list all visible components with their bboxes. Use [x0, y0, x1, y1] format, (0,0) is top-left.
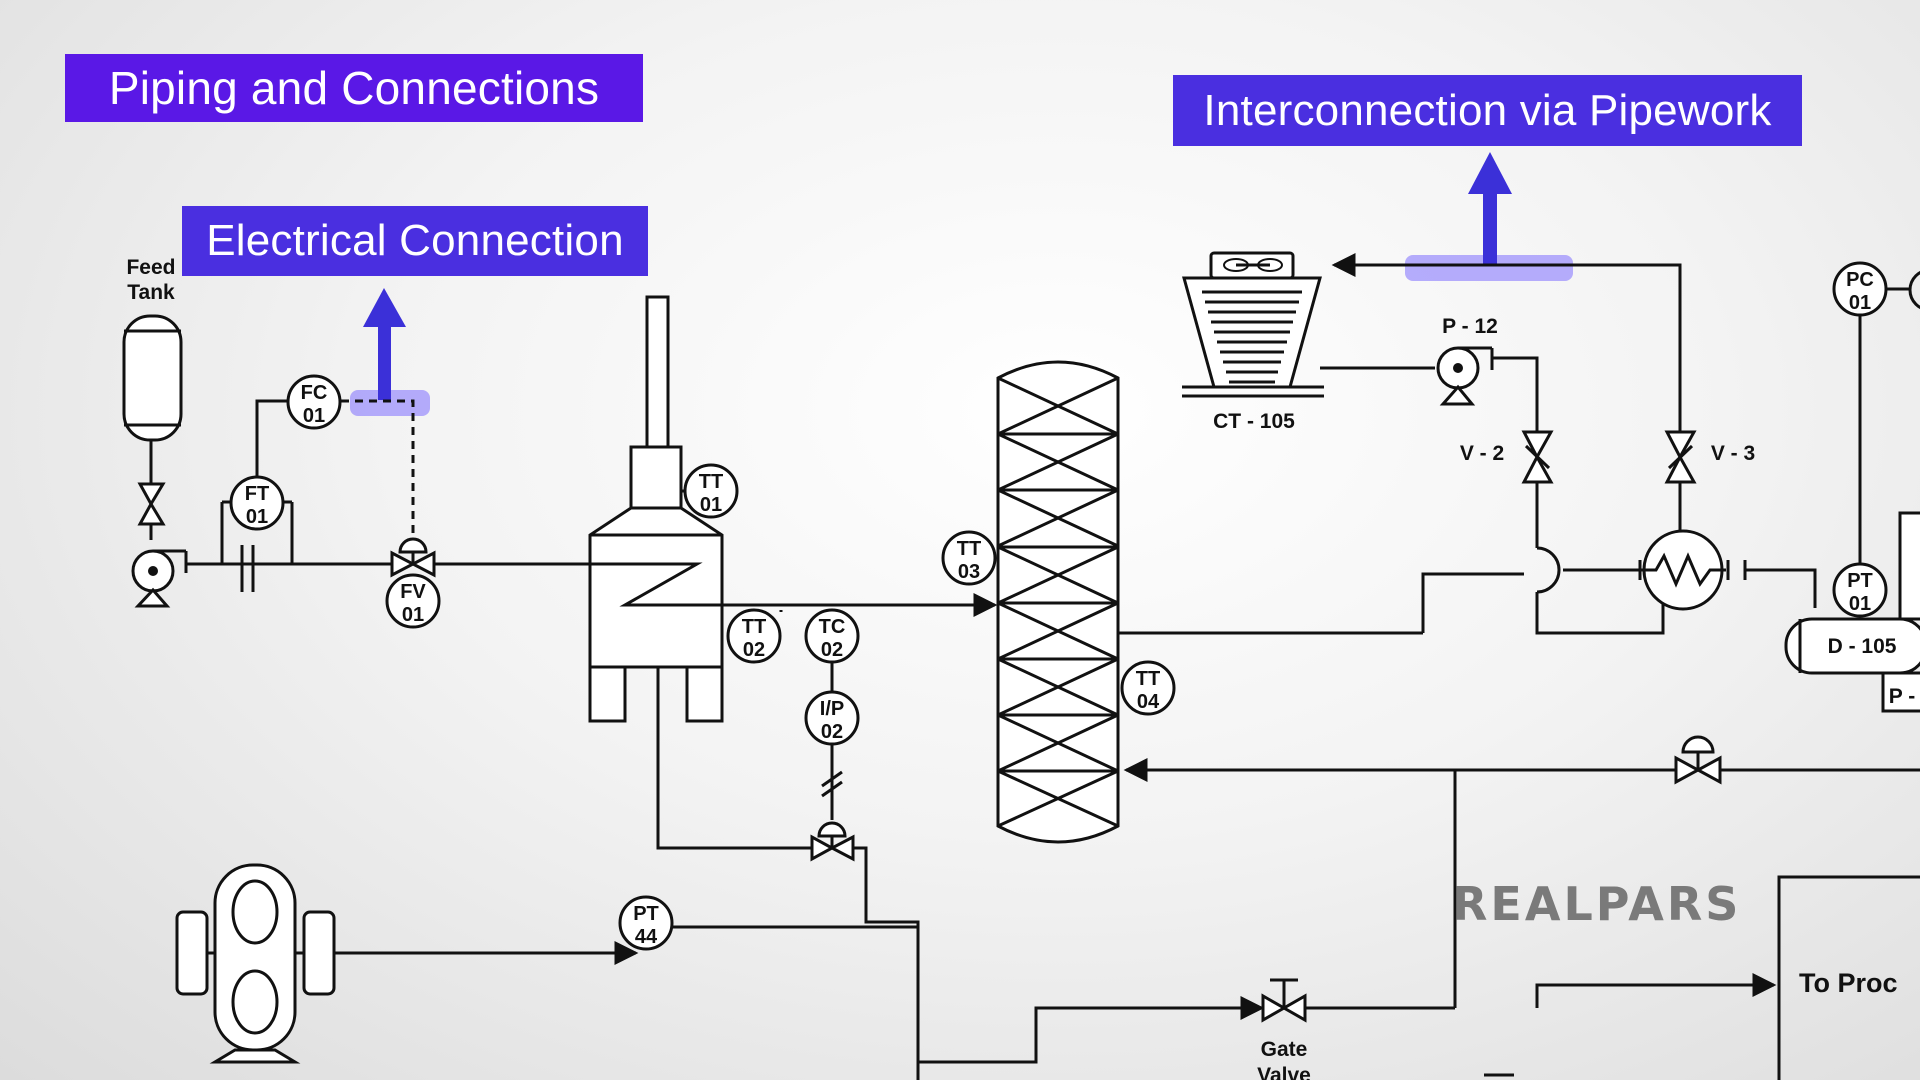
fv01-tag: FV [400, 581, 426, 603]
interconnection-callout-arrow [1405, 152, 1573, 281]
tt02-number: 02 [743, 639, 765, 661]
p12-label: P - 12 [1442, 315, 1498, 338]
tt01-number: 01 [700, 494, 722, 516]
pt44-number: 44 [635, 926, 658, 948]
tc02-tag: TC [819, 616, 846, 638]
gate-valve-label-1: Gate [1261, 1038, 1308, 1061]
ft01-tag: FT [245, 483, 269, 505]
interconnection-label: Interconnection via Pipework [1203, 85, 1772, 135]
to-process-box: To Proc [1777, 875, 1920, 1080]
gate-valve: Gate Valve [1257, 978, 1311, 1080]
pc01-tag: PC [1846, 269, 1874, 291]
control-valve-tv02 [810, 821, 855, 862]
flow-element-ft01 [220, 500, 294, 592]
tt02-tag: TT [742, 616, 766, 638]
valve-v3: V - 3 [1664, 430, 1755, 484]
piping-connections-label: Piping and Connections [108, 62, 600, 114]
feed-tank-label-1: Feed [126, 256, 175, 279]
feed-tank-label-2: Tank [127, 281, 175, 304]
ct105-label: CT - 105 [1213, 410, 1295, 433]
feed-tank: Feed Tank [122, 256, 183, 442]
instrument-ip02: I/P02 [804, 690, 860, 746]
tt01-tag: TT [699, 471, 723, 493]
heat-exchanger [1638, 529, 1730, 611]
realpars-watermark: REALPARS [1452, 877, 1741, 931]
tt03-number: 03 [958, 561, 980, 583]
gate-valve-label-2: Valve [1257, 1064, 1311, 1080]
fc01-number: 01 [303, 405, 325, 427]
electrical-connection-callout: Electrical Connection [182, 206, 648, 276]
tt04-number: 04 [1137, 691, 1160, 713]
feed-pump [131, 549, 188, 608]
fc01-tag: FC [301, 382, 328, 404]
partial-pump-label: P - [1889, 685, 1915, 708]
v2-label: V - 2 [1460, 442, 1504, 465]
compressor [175, 863, 336, 1064]
pt01-tag: PT [1847, 570, 1873, 592]
ft01-number: 01 [246, 506, 268, 528]
furnace [588, 295, 724, 723]
ip02-tag: I/P [820, 698, 844, 720]
tt04-tag: TT [1136, 668, 1160, 690]
pt01-number: 01 [1849, 593, 1871, 615]
pt44-tag: PT [633, 903, 659, 925]
pump-p12: P - 12 [1436, 315, 1498, 406]
to-process-label: To Proc [1799, 968, 1898, 998]
tt03-tag: TT [957, 538, 981, 560]
interconnection-callout: Interconnection via Pipework [1173, 75, 1802, 146]
feed-valve [137, 482, 166, 526]
d105-label: D - 105 [1828, 635, 1897, 658]
control-valve-lower [1674, 735, 1722, 785]
tc02-number: 02 [821, 639, 843, 661]
fv01-number: 01 [402, 604, 424, 626]
electrical-callout-arrow [350, 288, 430, 416]
cooling-tower-ct105: CT - 105 [1182, 251, 1324, 433]
pc01-number: 01 [1849, 292, 1871, 314]
piping-connections-callout: Piping and Connections [65, 54, 643, 122]
distillation-column [996, 360, 1120, 844]
electrical-connection-label: Electrical Connection [206, 216, 624, 265]
drum-d105: D - 105 [1784, 617, 1920, 675]
v3-label: V - 3 [1711, 442, 1755, 465]
ip02-number: 02 [821, 721, 843, 743]
control-valve-fv01 [390, 537, 436, 578]
valve-v2: V - 2 [1460, 430, 1554, 484]
